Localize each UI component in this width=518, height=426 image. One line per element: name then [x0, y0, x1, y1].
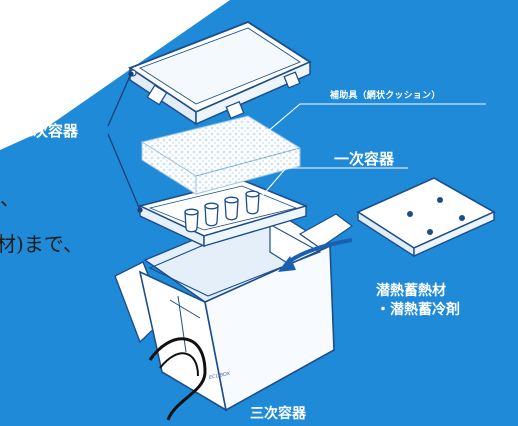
- latent-heat-label-line1: 潜熱蓄熱材: [376, 283, 446, 299]
- vial-2: [204, 202, 219, 227]
- latent-heat-pack: [356, 177, 496, 258]
- secondary-container-label: 二次容器: [18, 122, 79, 140]
- vial-1: [184, 208, 199, 233]
- secondary-container-lid: [128, 20, 312, 126]
- sample-vials: [184, 190, 260, 233]
- primary-container-label: 一次容器: [334, 150, 395, 168]
- vial-4: [245, 190, 260, 215]
- body-text-fragment-1: 、: [0, 186, 20, 210]
- secondary-leader-lines: [107, 71, 143, 213]
- mesh-cushion: [140, 115, 302, 195]
- cushion-leader-line: [259, 103, 486, 139]
- cushion-label: 補助具（網状クッション）: [330, 91, 441, 101]
- primary-leader-line: [261, 167, 408, 197]
- body-text-fragment-2: 材)まで、: [0, 232, 84, 256]
- arrow-head: [278, 256, 296, 272]
- latent-heat-label-line2: ・潜熱蓄冷剤: [376, 302, 460, 318]
- tertiary-container-label: 三次容器: [250, 406, 306, 422]
- vial-3: [224, 196, 239, 221]
- tertiary-container-box: [114, 206, 354, 421]
- latent-heat-label: 潜熱蓄熱材 ・潜熱蓄冷剤: [376, 282, 460, 320]
